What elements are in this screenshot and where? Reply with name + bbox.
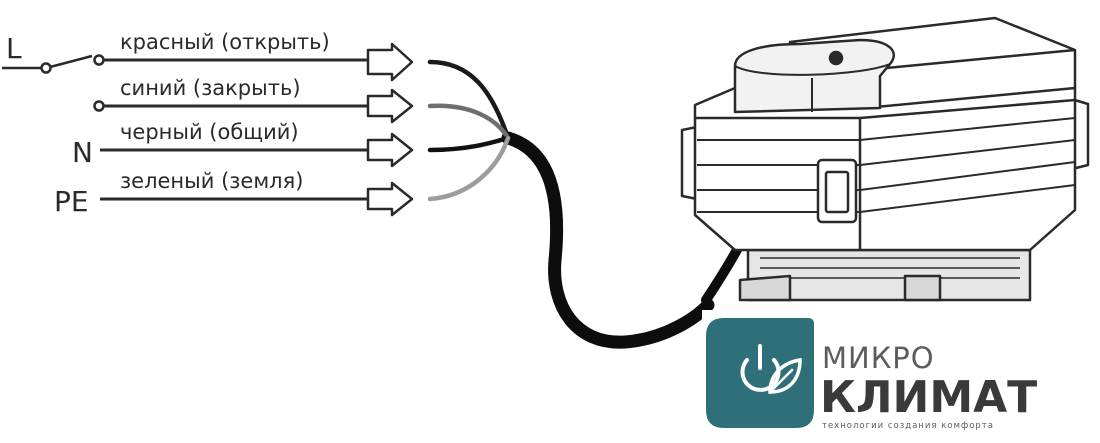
brand-logo: МИКРО КЛИМАТ технологии создания комфорт…: [702, 310, 1100, 443]
logo-tagline: технологии создания комфорта: [822, 421, 994, 431]
conductor-end-open: [427, 59, 511, 141]
conductor-end-common: [427, 135, 511, 153]
connector-arrow-close: [366, 88, 414, 124]
power-leaf-icon: [740, 344, 802, 394]
connector-arrows: [366, 42, 414, 217]
logo-line-1: МИКРО: [822, 341, 935, 375]
logo-line-2: КЛИМАТ: [820, 372, 1037, 423]
conductor-lines: [93, 58, 368, 201]
logo-badge: [706, 318, 814, 428]
connector-arrow-open: [366, 42, 414, 82]
conductor-ends: [427, 59, 511, 202]
wire-dot-close: [93, 100, 105, 112]
wire-label-earth: зеленый (земля): [120, 169, 303, 193]
terminal-label-neutral: N: [72, 136, 93, 169]
electric-valve-actuator-drawing: [680, 16, 1090, 302]
wire-label-common: черный (общий): [120, 120, 299, 144]
switch-symbol: [2, 54, 105, 74]
conductor-end-close: [427, 103, 511, 141]
connector-arrow-common: [366, 132, 414, 168]
actuator-cable-entry: [701, 243, 743, 305]
conductor-end-earth: [427, 135, 511, 202]
connector-arrow-earth: [366, 181, 414, 217]
terminal-label-earth: PE: [54, 185, 89, 218]
wire-label-open: красный (открыть): [120, 30, 330, 54]
actuator-cable: [501, 131, 715, 349]
terminal-label-live: L: [6, 32, 22, 65]
wire-label-close: синий (закрыть): [120, 76, 301, 100]
